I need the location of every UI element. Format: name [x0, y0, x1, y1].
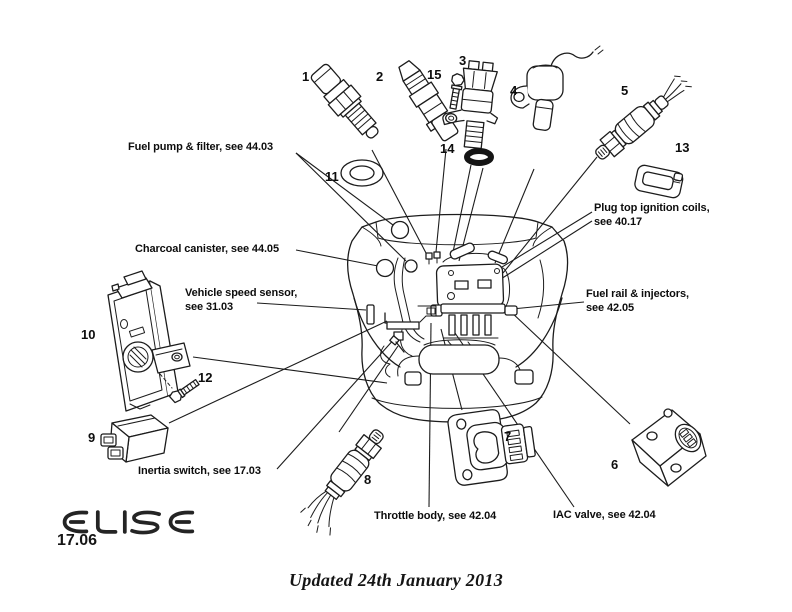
part-number-6: 6 — [611, 457, 619, 472]
part-number-13: 13 — [675, 140, 690, 155]
part-13-clip-art — [634, 164, 684, 199]
part-7-throttle-body-art — [447, 409, 536, 486]
part-15-bolt-art — [449, 73, 465, 110]
part-11-washer-art — [340, 159, 384, 187]
fuel-filter-icon — [404, 259, 418, 273]
label-throttle-body: Throttle body, see 42.04 — [374, 510, 497, 522]
part-2-sensor-art — [398, 60, 459, 142]
part-9-inertia-switch-art — [100, 414, 169, 463]
part-1-sensor-art — [310, 63, 379, 139]
bolt-icon — [389, 335, 405, 353]
bar-icon — [386, 321, 420, 330]
part-number-8: 8 — [364, 472, 372, 487]
part-number-9: 9 — [88, 430, 96, 445]
label-iac-valve: IAC valve, see 42.04 — [553, 509, 656, 521]
bay-component-icons — [366, 220, 441, 353]
part-12-bolt-art — [168, 378, 200, 404]
part-5-oxygen-sensor-art — [595, 75, 692, 160]
part-4-sensor-art — [510, 45, 604, 131]
fuel-pump-access-icon — [390, 220, 410, 240]
car-rear-view-art — [346, 213, 569, 423]
elise-logo — [62, 510, 195, 535]
charcoal-canister-icon — [375, 258, 395, 278]
part-number-15: 15 — [427, 67, 442, 82]
part-number-5: 5 — [621, 83, 629, 98]
label-fuel-pump: Fuel pump & filter, see 44.03 — [128, 141, 274, 153]
part-number-3: 3 — [459, 53, 467, 68]
engine-bay-art — [380, 242, 534, 386]
part-3-sensor-art — [442, 60, 499, 150]
label-charcoal-canister: Charcoal canister, see 44.05 — [135, 243, 279, 255]
part-number-1: 1 — [302, 69, 310, 84]
part-number-11: 11 — [325, 169, 339, 184]
part-6-iac-valve-art — [631, 408, 707, 487]
footer-updated-date: Updated 24th January 2013 — [288, 570, 504, 590]
part-14-oring-art — [464, 148, 494, 166]
label-inertia-switch: Inertia switch, see 17.03 — [138, 465, 261, 477]
part-10-ecu-art — [107, 270, 191, 412]
part-number-14: 14 — [440, 141, 455, 156]
part-number-12: 12 — [198, 370, 213, 385]
part-number-2: 2 — [376, 69, 384, 84]
part-number-7: 7 — [504, 429, 512, 444]
vss-location-icon — [366, 304, 375, 325]
part-number-4: 4 — [510, 83, 518, 98]
label-vehicle-speed-sensor: Vehicle speed sensor, see 31.03 — [185, 287, 298, 313]
part-number-10: 10 — [81, 327, 96, 342]
page-number: 17.06 — [57, 532, 98, 549]
label-fuel-rail: Fuel rail & injectors, see 42.05 — [586, 288, 689, 314]
part-8-oxygen-sensor-art — [300, 429, 384, 536]
label-plug-top-coils: Plug top ignition coils, see 40.17 — [594, 202, 710, 228]
